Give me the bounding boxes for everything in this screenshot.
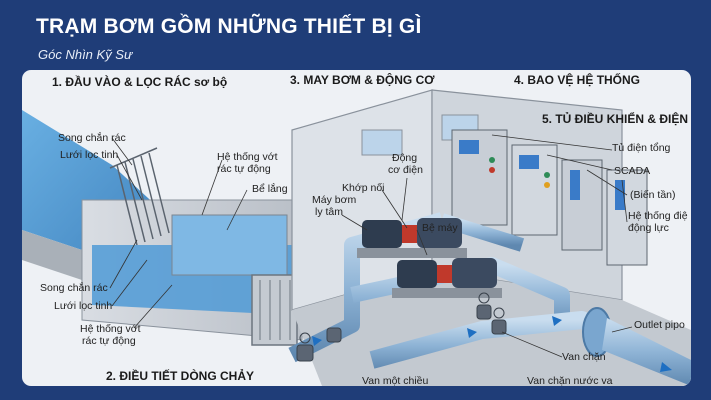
label-check-valve: Van một chiều [362, 375, 429, 386]
label-coupling: Khớp nối [342, 182, 385, 194]
label-trash-rack-bottom: Song chắn rác [40, 282, 108, 294]
label-settling-tank: Bể lắng [252, 183, 288, 195]
pump-unit-1 [357, 218, 467, 258]
section-flow: 2. ĐIỀU TIẾT DÒNG CHẢY [106, 369, 255, 383]
label-motor-1: Động [392, 152, 418, 164]
valves [296, 292, 507, 362]
label-auto-rake-2: rác tự động [217, 163, 271, 175]
label-fine-screen-top: Lưới lọc tinh [60, 149, 119, 161]
label-auto-rake-b2: rác tự động [82, 335, 136, 347]
label-motor-2: cơ điện [388, 164, 423, 176]
section-protection: 4. BAO VỆ HỆ THỐNG [514, 73, 641, 87]
pump-unit-2 [392, 258, 502, 298]
page-title: TRẠM BƠM GỒM NHỮNG THIẾT BỊ GÌ [36, 15, 422, 38]
label-fine-screen-bottom: Lưới lọc tinh [54, 300, 113, 312]
label-power-system-2: động lực [628, 222, 669, 234]
label-outlet-pipe: Outlet pipo [634, 319, 685, 331]
label-inverter: (Biến tần) [630, 189, 676, 201]
label-auto-rake-1: Hệ thống vớt [217, 151, 278, 163]
label-pump-base: Bệ máy [422, 222, 458, 234]
pump-station-illustration [22, 89, 691, 386]
label-pump-1: Máy bơm [312, 194, 357, 206]
settling-tank [171, 214, 288, 276]
page-subtitle: Góc Nhìn Kỹ Sư [38, 47, 133, 62]
section-control: 5. TỦ ĐIỀU KHIỂN & ĐIỆN [542, 112, 689, 126]
label-trash-rack-top: Song chắn rác [58, 132, 126, 144]
section-pumps: 3. MAY BƠM & ĐỘNG CƠ [290, 73, 435, 87]
label-gate-valve: Van chặn [562, 351, 606, 363]
label-pump-2: ly tâm [315, 206, 344, 218]
label-power-system-1: Hệ thống điệ [628, 210, 688, 222]
illustration-panel: 1. ĐẦU VÀO & LỌC RÁC sơ bộ 3. MAY BƠM & … [22, 70, 691, 386]
control-cabinets [451, 129, 648, 266]
section-intake: 1. ĐẦU VÀO & LỌC RÁC sơ bộ [52, 75, 228, 89]
trash-rack [109, 147, 170, 246]
label-auto-rake-b1: Hệ thống vớt [80, 323, 141, 335]
label-water-hammer-valve: Van chặn nước va [527, 375, 613, 386]
label-scada: SCADA [614, 165, 651, 177]
label-main-panel: Tủ điện tổng [612, 142, 671, 154]
